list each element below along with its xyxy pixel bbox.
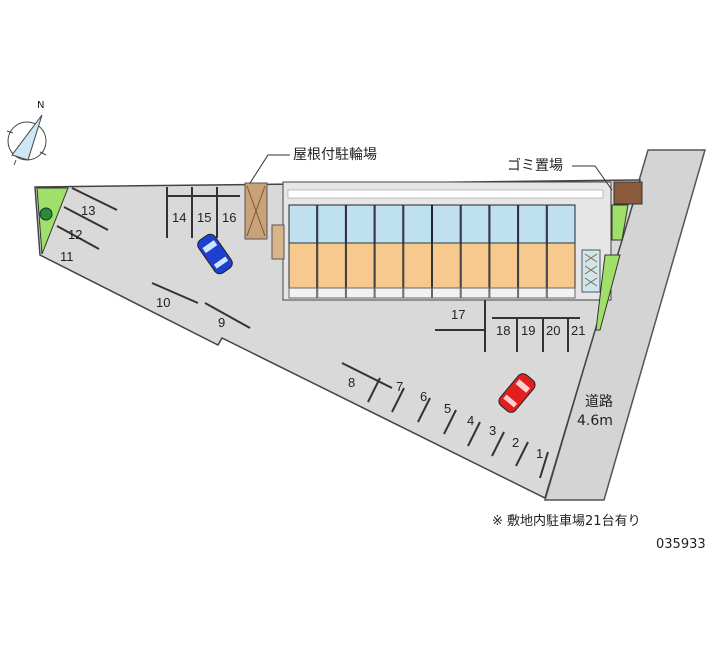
apartment-unit [403,204,432,299]
apartment-unit [489,204,519,299]
apartment-unit [546,204,576,299]
bicycle-parking-structure [244,182,268,240]
car-red-icon [498,373,536,413]
garbage-area-label: ゴミ置場 [507,158,563,174]
stall-number: 13 [81,203,96,218]
stall-number: 11 [60,249,74,264]
stall-number: 20 [546,323,561,338]
north-arrow-icon [6,114,47,166]
stall-number: 5 [444,401,452,416]
parking-footnote: ※ 敷地内駐車場21台有り [492,514,641,529]
shrub-icon [39,207,53,221]
stall-number: 4 [467,413,475,428]
apartment-unit [460,204,490,299]
stall-number: 1 [536,446,544,461]
green-area [36,187,69,255]
green-strip [595,254,621,331]
road-label: 道路 [585,394,613,410]
property-code: 035933 [656,537,706,552]
green-strip-top [611,204,629,241]
stall-number: 2 [512,435,520,450]
north-label: N [37,100,45,111]
apartment-unit [288,204,318,299]
apartment-unit [518,204,547,299]
stall-number: 8 [348,375,356,390]
garbage-area [613,181,643,205]
stall-number: 18 [496,323,511,338]
apartment-unit [317,204,346,299]
stall-number: 14 [172,210,187,225]
stall-number: 6 [420,389,428,404]
bicycle-parking-label: 屋根付駐輪場 [293,147,377,163]
stall-number: 9 [218,315,226,330]
stall-number: 3 [489,423,497,438]
stall-lines [56,187,580,479]
stall-number: 12 [68,227,83,242]
leader-line [572,165,613,191]
stall-number: 16 [222,210,237,225]
car-blue-icon [197,233,233,275]
leader-line [249,154,290,184]
stall-number: 21 [571,323,586,338]
stall-number: 19 [521,323,536,338]
stall-number: 15 [197,210,212,225]
apartment-unit [432,204,461,299]
stall-number: 10 [156,295,171,310]
stall-number: 7 [396,379,404,394]
road-width-label: 4.6m [577,413,613,429]
apartment-unit [345,204,375,299]
apartment-unit [374,204,404,299]
stall-number: 17 [451,307,466,322]
apartment-building [271,181,612,301]
